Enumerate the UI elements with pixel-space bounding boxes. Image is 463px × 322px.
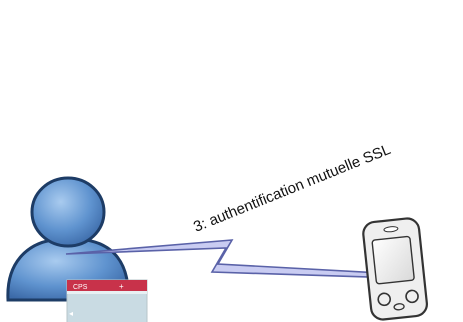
card-symbol: + [119,282,124,291]
device-screen [371,235,415,285]
pda-device-icon [362,217,428,321]
device-button-right [405,289,419,304]
card-label: CPS [73,284,88,291]
smart-card-icon: CPS + ◂ [66,279,148,322]
card-header [67,280,147,291]
card-stripe [67,291,147,294]
card-side-arrow: ◂ [69,309,73,318]
connection-label: 3: authentification mutuelle SSL [191,141,393,236]
device-button-left [377,292,392,307]
device-speaker [383,226,399,233]
user-head [30,176,106,248]
user-avatar-icon [6,176,130,302]
device-button-center [393,303,405,311]
